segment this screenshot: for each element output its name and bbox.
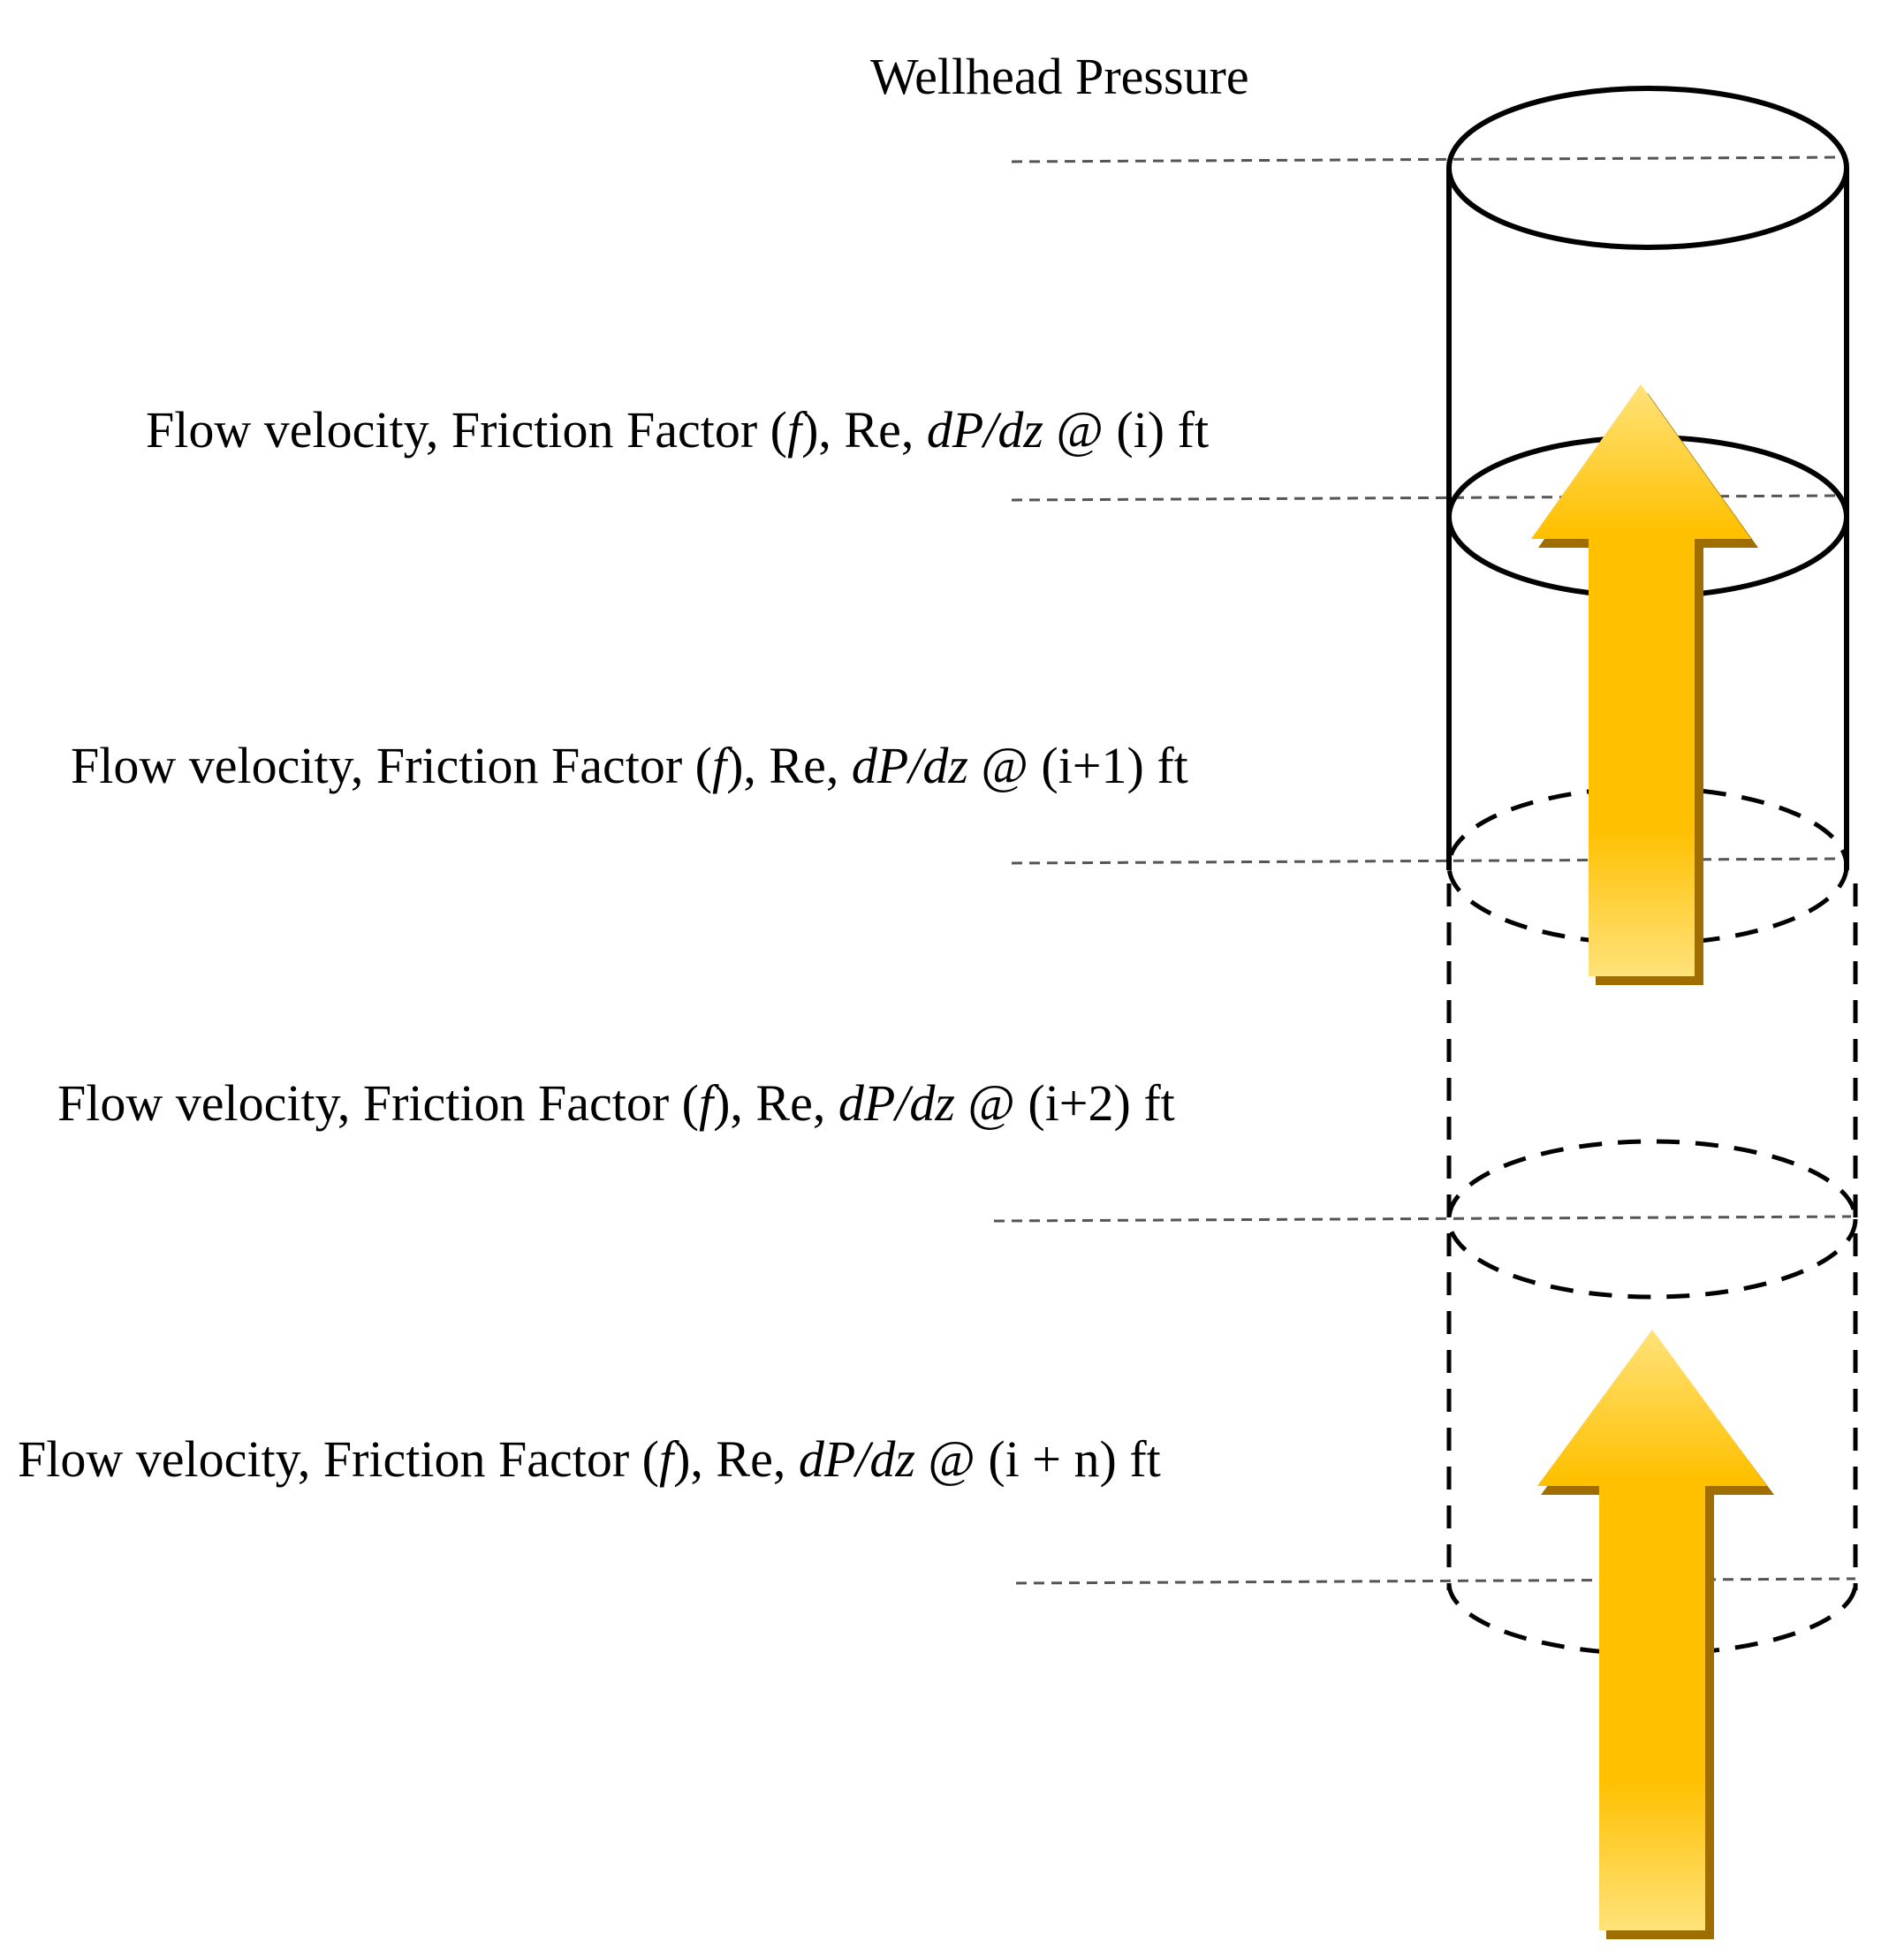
- pressure-gradient-symbol: dP/dz: [851, 737, 968, 794]
- section-label-depth: @ (i) ft: [1043, 401, 1210, 459]
- section-label-depth: @ (i + n) ft: [914, 1430, 1161, 1488]
- pressure-gradient-symbol: dP/dz: [926, 401, 1043, 459]
- arrow-lower-body: [1537, 1330, 1767, 1930]
- guide-line-i-plus-1: [1011, 857, 1843, 865]
- upward-flow-arrow-lower: [1537, 1330, 1774, 1939]
- depth-guide-lines: [993, 155, 1856, 1585]
- section-label-prefix: Flow velocity, Friction Factor (: [146, 401, 787, 459]
- section-label-i-plus-2: Flow velocity, Friction Factor (f), Re, …: [57, 1078, 1175, 1129]
- friction-factor-symbol: f: [658, 1430, 674, 1488]
- section-label-middle: ), Re,: [801, 401, 927, 459]
- guide-line-wellhead: [1011, 155, 1843, 163]
- guide-line-i-plus-n: [1015, 1577, 1856, 1585]
- pressure-gradient-symbol: dP/dz: [838, 1074, 955, 1132]
- wellhead-pressure-label: Wellhead Pressure: [870, 48, 1249, 105]
- section-label-prefix: Flow velocity, Friction Factor (: [71, 737, 712, 794]
- section-label-i-plus-n: Flow velocity, Friction Factor (f), Re, …: [18, 1434, 1161, 1485]
- section-label-prefix: Flow velocity, Friction Factor (: [18, 1430, 659, 1488]
- section-label-prefix: Flow velocity, Friction Factor (: [57, 1074, 699, 1132]
- section-label-i-plus-1: Flow velocity, Friction Factor (f), Re, …: [71, 740, 1188, 792]
- cylinder-section-ellipse-i-plus-2: [1446, 1139, 1858, 1300]
- friction-factor-symbol: f: [698, 1074, 714, 1132]
- pressure-gradient-symbol: dP/dz: [798, 1430, 915, 1488]
- section-label-depth: @ (i+2) ft: [954, 1074, 1175, 1132]
- cylinder-bottom-arc: [1446, 1582, 1858, 1657]
- section-label-middle: ), Re,: [673, 1430, 799, 1488]
- cylinder-top-ellipse: [1446, 86, 1849, 250]
- friction-factor-symbol: f: [711, 737, 727, 794]
- section-label-middle: ), Re,: [713, 1074, 838, 1132]
- friction-factor-symbol: f: [786, 401, 802, 459]
- guide-line-i-plus-2: [993, 1215, 1852, 1223]
- section-label-middle: ), Re,: [726, 737, 852, 794]
- section-label-i: Flow velocity, Friction Factor (f), Re, …: [146, 405, 1209, 456]
- upward-flow-arrow-upper: [1531, 384, 1758, 985]
- arrow-upper-body: [1531, 384, 1751, 976]
- section-label-depth: @ (i+1) ft: [967, 737, 1188, 794]
